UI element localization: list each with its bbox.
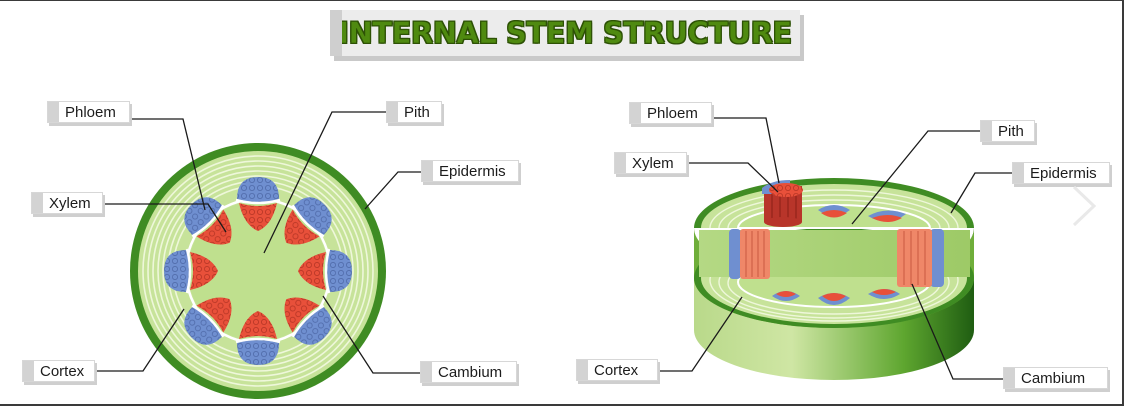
right-xylem-label: Xylem	[614, 152, 687, 174]
left-xylem-label: Xylem	[31, 192, 103, 214]
left-pith-label: Pith	[386, 101, 442, 123]
cambium-arc	[291, 304, 325, 338]
right-lower-bundles	[772, 289, 900, 305]
label-text: Cambium	[438, 363, 503, 381]
xylem-texture	[239, 311, 277, 339]
frame-bottom-line	[0, 404, 1124, 406]
vascular-bundle	[235, 311, 281, 365]
cambium-arc	[185, 248, 192, 294]
right-cambium-label: Cambium	[1003, 367, 1108, 389]
label-tab	[422, 161, 433, 181]
phloem-texture	[164, 250, 189, 292]
label-tab	[981, 121, 992, 141]
left-phloem-label: Phloem	[47, 101, 130, 123]
vascular-bundle	[235, 177, 281, 231]
title-tab	[330, 10, 342, 56]
phloem-texture	[294, 197, 332, 235]
label-tab	[48, 102, 59, 122]
left-cross-section	[130, 143, 386, 399]
left-cambium-label: Cambium	[420, 361, 517, 383]
label-tab	[615, 153, 626, 173]
label-text: Phloem	[647, 104, 698, 122]
label-tab	[1013, 163, 1024, 183]
label-tab	[32, 193, 43, 213]
right-cortex-label: Cortex	[576, 359, 658, 381]
label-tab	[23, 361, 34, 381]
xylem-texture	[284, 297, 320, 333]
label-text: Epidermis	[1030, 164, 1097, 182]
vascular-bundle	[184, 297, 232, 345]
right-extruded-bundle	[762, 180, 803, 227]
phloem-texture	[184, 197, 222, 235]
label-text: Pith	[404, 103, 430, 121]
xylem-texture	[196, 209, 232, 245]
right-phloem-label: Phloem	[629, 102, 712, 124]
label-tab	[577, 360, 588, 380]
left-cortex-label: Cortex	[22, 360, 95, 382]
frame-right-line	[1122, 0, 1124, 406]
right-3d-segment	[694, 178, 974, 380]
label-text: Cortex	[40, 362, 85, 380]
phloem-texture	[237, 177, 279, 202]
cambium-arc	[191, 304, 225, 338]
label-tab	[421, 362, 432, 382]
right-leader-lines	[658, 117, 1012, 380]
right-pith-label: Pith	[980, 120, 1035, 142]
label-text: Pith	[998, 122, 1024, 140]
title-banner: INTERNAL STEM STRUCTURE	[330, 10, 800, 56]
label-tab	[387, 102, 398, 122]
left-vascular-bundles	[164, 177, 352, 365]
right-epidermis-label: Epidermis	[1012, 162, 1110, 184]
phloem-texture	[294, 307, 332, 345]
vascular-bundle	[284, 197, 332, 245]
cambium-arc	[324, 248, 331, 294]
vascular-bundle	[298, 248, 352, 294]
xylem-texture	[284, 209, 320, 245]
xylem-texture	[239, 203, 277, 231]
label-text: Phloem	[65, 103, 116, 121]
cambium-arc	[235, 198, 281, 205]
page-title: INTERNAL STEM STRUCTURE	[338, 16, 793, 51]
left-leader-lines	[95, 111, 421, 374]
xylem-texture	[298, 252, 326, 290]
xylem-texture	[196, 297, 232, 333]
right-cut-bundle-right	[897, 229, 944, 287]
right-upper-rings	[709, 189, 959, 229]
label-text: Epidermis	[439, 162, 506, 180]
chevron-right-icon[interactable]	[1068, 183, 1098, 229]
xylem-texture	[190, 252, 218, 290]
cambium-arc	[235, 337, 281, 344]
cambium-arc	[191, 204, 225, 238]
vascular-bundle	[164, 248, 218, 294]
phloem-texture	[184, 307, 222, 345]
label-tab	[1004, 368, 1015, 388]
right-upper-bundles	[818, 205, 906, 222]
label-text: Xylem	[49, 194, 91, 212]
left-epidermis-label: Epidermis	[421, 160, 519, 182]
phloem-texture	[327, 250, 352, 292]
label-text: Cortex	[594, 361, 639, 379]
frame-top-line	[0, 0, 1124, 1]
label-text: Cambium	[1021, 369, 1086, 387]
phloem-texture	[237, 340, 279, 365]
vascular-bundle	[184, 197, 232, 245]
label-text: Xylem	[632, 154, 674, 172]
cambium-arc	[291, 204, 325, 238]
label-tab	[630, 103, 641, 123]
right-cut-bundle-left	[729, 229, 770, 279]
vascular-bundle	[284, 297, 332, 345]
